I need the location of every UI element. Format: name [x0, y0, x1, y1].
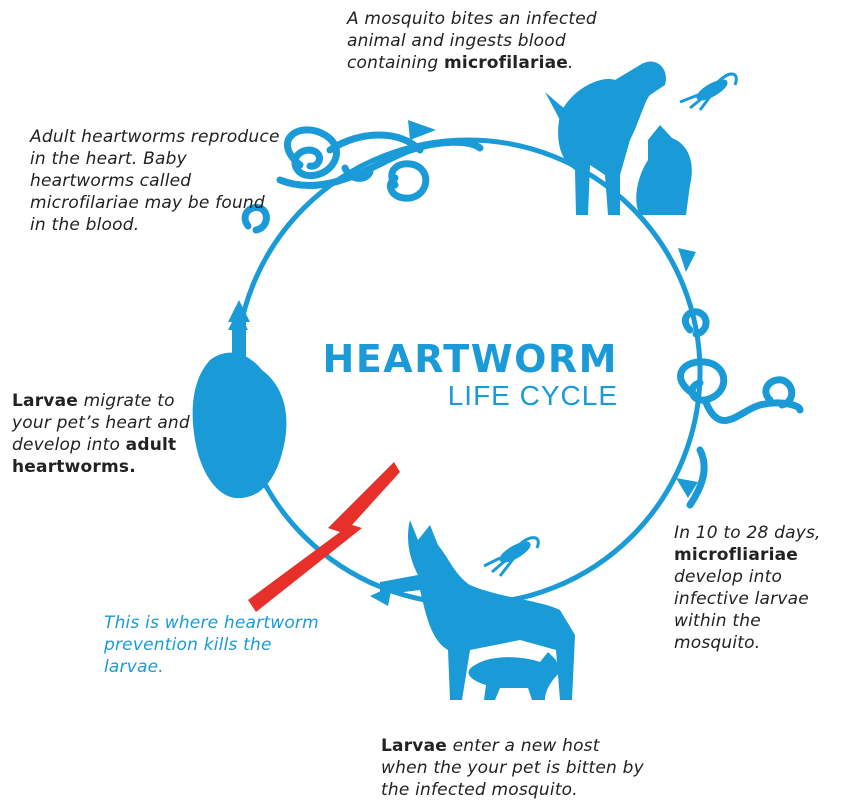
prevention-text: This is where heartworm prevention kills…: [104, 613, 319, 677]
step-1-text-end: .: [568, 53, 574, 73]
lightning-bolt-icon: [248, 462, 400, 612]
step-1-caption: A mosquito bites an infected animal and …: [347, 8, 647, 74]
step-4-text-end: develop into infective larvae within the…: [674, 567, 809, 653]
arrow-top-icon: [408, 120, 436, 140]
step-2-text: Adult heartworms reproduce in the heart.…: [30, 127, 280, 235]
cat-silhouette-icon: [469, 652, 560, 700]
step-2-caption: Adult heartworms reproduce in the heart.…: [30, 126, 280, 236]
step-4-bold: microfliariae: [674, 545, 798, 565]
heart-icon: [193, 300, 287, 498]
diagram-title: HEARTWORM LIFE CYCLE: [318, 338, 618, 412]
step-5-bold: Larvae: [381, 736, 447, 756]
step-5-caption: Larvae enter a new host when the your pe…: [381, 735, 651, 801]
arrow-right-upper-icon: [678, 248, 696, 272]
step-3-caption: Larvae migrate to your pet’s heart and d…: [12, 390, 202, 478]
mosquito-icon: [484, 538, 538, 576]
heartworm-icon: [245, 130, 480, 230]
title-line-2: LIFE CYCLE: [318, 380, 618, 412]
cat-silhouette-icon: [636, 125, 692, 215]
title-line-1: HEARTWORM: [318, 338, 618, 380]
step-3-bold-1: Larvae: [12, 391, 78, 411]
step-4-caption: In 10 to 28 days, microfliariae develop …: [674, 522, 839, 654]
step-4-text: In 10 to 28 days,: [674, 523, 821, 543]
step-1-bold: microfilariae: [444, 53, 568, 73]
prevention-caption: This is where heartworm prevention kills…: [104, 612, 324, 678]
mosquito-icon: [680, 74, 736, 110]
